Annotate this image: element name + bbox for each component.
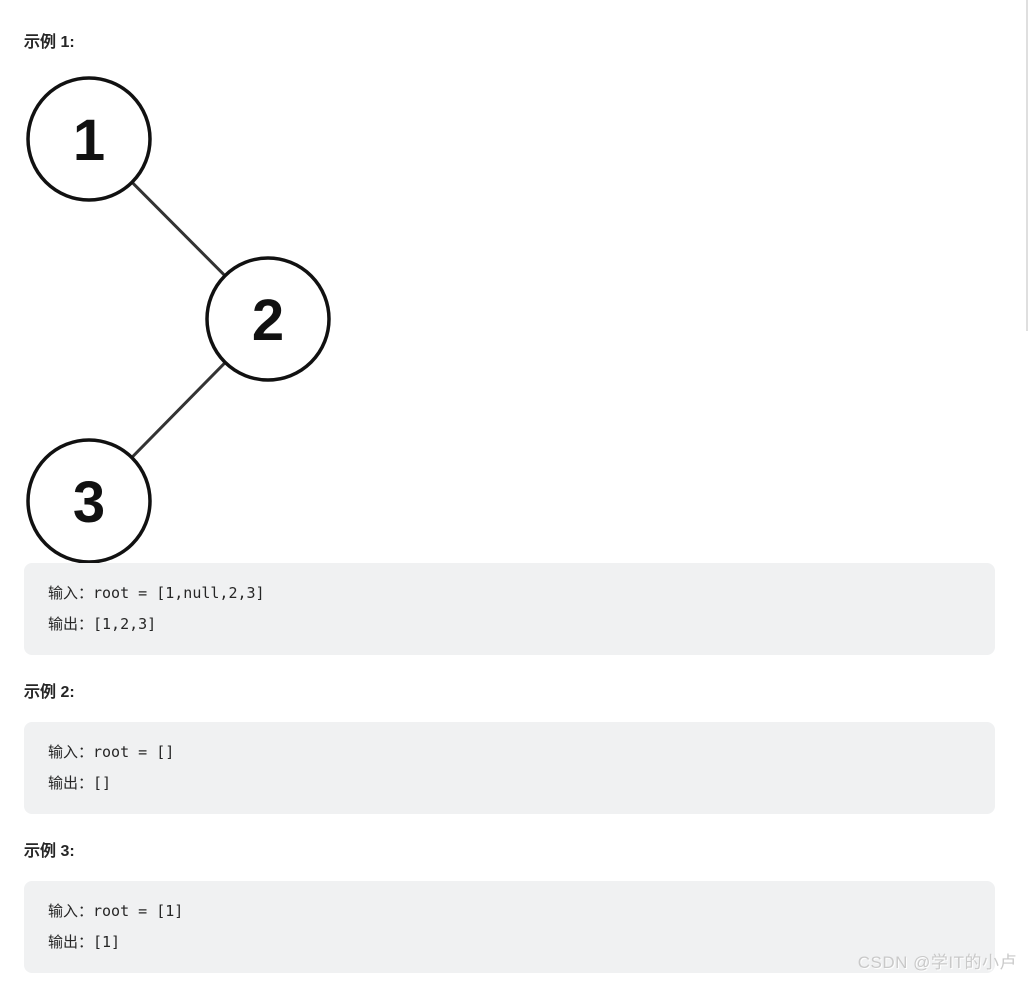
example-2-heading: 示例 2: xyxy=(24,684,75,701)
example-1-input-line: 输入：root = [1,null,2,3] xyxy=(48,584,265,602)
tree-node-circle xyxy=(205,256,331,382)
scrollbar-track-line xyxy=(1026,0,1028,331)
example-3-heading: 示例 3: xyxy=(24,843,75,860)
tree-node-label: 1 xyxy=(73,108,105,173)
tree-node-1: 1 xyxy=(26,76,152,202)
example-2-input-line: 输入：root = [] xyxy=(48,743,175,761)
example-1-output-line: 输出：[1,2,3] xyxy=(48,615,157,633)
example-3-code-block: 输入：root = [1] 输出：[1] xyxy=(24,881,995,973)
example-1-heading: 示例 1: xyxy=(24,34,75,51)
example-2-output-line: 输出：[] xyxy=(48,774,112,792)
binary-tree-diagram: 1 2 3 xyxy=(26,76,331,563)
csdn-watermark: CSDN @学IT的小卢 xyxy=(857,953,1017,972)
example-3-input-line: 输入：root = [1] xyxy=(48,902,184,920)
tree-node-label: 3 xyxy=(73,470,105,535)
example-1-code-block: 输入：root = [1,null,2,3] 输出：[1,2,3] xyxy=(24,563,995,655)
tree-node-3: 3 xyxy=(26,438,152,563)
example-2-code-block: 输入：root = [] 输出：[] xyxy=(24,722,995,814)
tree-node-circle xyxy=(26,76,152,202)
example-3-output-line: 输出：[1] xyxy=(48,933,121,951)
tree-node-2: 2 xyxy=(205,256,331,382)
tree-node-label: 2 xyxy=(252,288,284,353)
tree-node-circle xyxy=(26,438,152,563)
